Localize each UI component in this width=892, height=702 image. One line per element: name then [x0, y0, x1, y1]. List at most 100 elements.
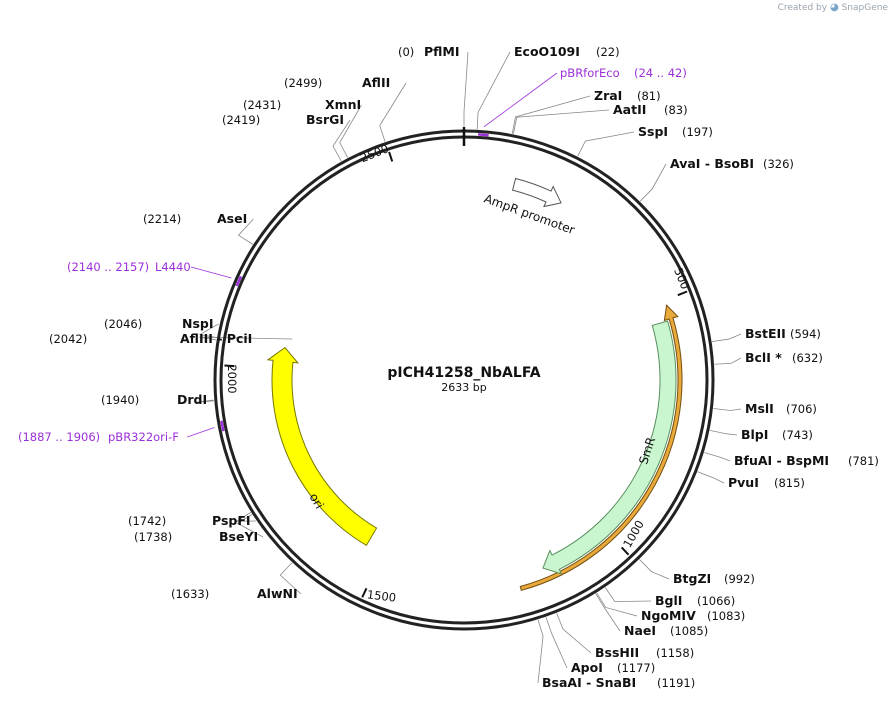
- primer-connector: [187, 427, 215, 438]
- site-connector: [199, 336, 293, 341]
- primer-mark: [477, 133, 489, 137]
- site-name: BssHII: [595, 645, 639, 660]
- site-name: BsrGI: [306, 112, 344, 127]
- restriction-site[interactable]: BlpI(743): [741, 427, 813, 442]
- restriction-site[interactable]: SspI(197): [638, 124, 713, 139]
- site-position: (632): [792, 351, 823, 365]
- restriction-site[interactable]: ZraI(81): [594, 88, 661, 103]
- restriction-site[interactable]: BsrGI(2419): [222, 112, 344, 127]
- site-position: (706): [786, 402, 817, 416]
- site-position: (81): [637, 89, 661, 103]
- site-position: (1083): [707, 609, 745, 623]
- restriction-site[interactable]: ApoI(1177): [571, 660, 655, 675]
- site-connector: [512, 109, 610, 134]
- site-name: PspFI: [212, 513, 251, 528]
- site-connector: [196, 399, 214, 403]
- tick-mark: [677, 290, 688, 297]
- restriction-site[interactable]: BclI * (632): [745, 350, 823, 365]
- restriction-site[interactable]: PspFI(1742): [128, 513, 251, 528]
- restriction-site[interactable]: BseYI(1738): [134, 529, 258, 544]
- tick-label: 1500: [366, 587, 397, 604]
- site-name: EcoO109I: [514, 44, 580, 59]
- site-position: (326): [763, 157, 794, 171]
- site-name: AlwNI: [257, 586, 298, 601]
- site-name: PflMI: [424, 44, 460, 59]
- site-name: AvaI - BsoBI: [670, 156, 754, 171]
- restriction-site[interactable]: BtgZI(992): [673, 571, 755, 586]
- site-position: (0): [398, 45, 414, 59]
- restriction-site[interactable]: PflMI (0): [398, 44, 460, 59]
- site-connector: [511, 95, 591, 134]
- feature-smr[interactable]: [542, 320, 677, 575]
- site-name: BtgZI: [673, 571, 711, 586]
- restriction-site[interactable]: NgoMIV(1083): [641, 608, 745, 623]
- site-position: (2499): [284, 76, 322, 90]
- restriction-site[interactable]: BssHII (1158): [595, 645, 694, 660]
- site-position: (1177): [617, 661, 655, 675]
- restriction-site[interactable]: BsaAI - SnaBI(1191): [542, 675, 695, 690]
- primer-connector: [483, 72, 558, 128]
- restriction-site[interactable]: BfuAI - BspMI(781): [734, 453, 879, 468]
- restriction-site[interactable]: BglI(1066): [655, 593, 735, 608]
- site-position: (1158): [656, 646, 694, 660]
- site-name: BseYI: [219, 529, 258, 544]
- site-position: (2431): [243, 98, 281, 112]
- site-position: (781): [848, 454, 879, 468]
- restriction-site[interactable]: NaeI(1085): [624, 623, 708, 638]
- feature-ampr-promoter[interactable]: [511, 177, 562, 208]
- site-connector: [463, 51, 469, 129]
- plasmid-name: pICH41258_NbALFA: [387, 365, 540, 381]
- restriction-site[interactable]: XmnI(2431): [243, 97, 361, 112]
- site-name: DrdI: [177, 392, 207, 407]
- primer-name: pBR322ori-F: [108, 430, 179, 444]
- primer-range: (24 .. 42): [634, 66, 687, 80]
- site-connector: [711, 333, 742, 343]
- site-connector: [545, 617, 568, 669]
- primer[interactable]: pBR322ori-F(1887 .. 1906): [18, 430, 179, 444]
- primer[interactable]: L4440(2140 .. 2157): [67, 260, 191, 274]
- tick-label: 2500: [358, 141, 390, 165]
- site-name: SspI: [638, 124, 668, 139]
- site-position: (83): [664, 103, 688, 117]
- primer-connector: [190, 266, 232, 279]
- restriction-site[interactable]: DrdI (1940): [101, 392, 207, 407]
- restriction-site[interactable]: AlwNI(1633): [171, 586, 298, 601]
- feature-ori[interactable]: [266, 346, 378, 547]
- site-name: BsaAI - SnaBI: [542, 675, 636, 690]
- site-name: NaeI: [624, 623, 656, 638]
- site-name: BclI *: [745, 350, 782, 365]
- restriction-site[interactable]: AflII(2499): [284, 75, 390, 90]
- site-position: (815): [774, 476, 805, 490]
- primer[interactable]: pBRforEco(24 .. 42): [560, 66, 687, 80]
- restriction-site[interactable]: AseI (2214): [143, 211, 247, 226]
- restriction-site[interactable]: NspI(2046): [104, 316, 214, 331]
- tick-mark: [620, 546, 630, 556]
- site-position: (2214): [143, 212, 181, 226]
- site-connector: [713, 408, 742, 411]
- restriction-site[interactable]: AflIII - PciI(2042): [49, 331, 252, 346]
- site-connector: [596, 592, 638, 617]
- site-connector: [709, 430, 738, 436]
- site-name: BlpI: [741, 427, 768, 442]
- site-name: AseI: [217, 211, 247, 226]
- restriction-site[interactable]: AvaI - BsoBI (326): [670, 156, 794, 171]
- site-position: (1940): [101, 393, 139, 407]
- site-position: (2042): [49, 332, 87, 346]
- primer-name: L4440: [155, 260, 191, 274]
- site-connector: [714, 357, 742, 365]
- site-connector: [556, 613, 592, 654]
- site-connector: [339, 104, 362, 158]
- restriction-site[interactable]: AatII (83): [613, 102, 688, 117]
- brand-name: SnapGene: [841, 3, 888, 13]
- restriction-site[interactable]: BstEII(594): [745, 326, 821, 341]
- site-connector: [577, 131, 635, 157]
- site-connector: [604, 587, 652, 602]
- restriction-site[interactable]: MslI(706): [745, 401, 817, 416]
- snapgene-logo: ◕: [829, 2, 839, 13]
- restriction-site[interactable]: PvuI(815): [728, 475, 805, 490]
- site-connector: [234, 512, 257, 522]
- site-name: AatII: [613, 102, 646, 117]
- restriction-site[interactable]: EcoO109I(22): [514, 44, 620, 59]
- primer-mark: [220, 420, 225, 432]
- feature-orange-band[interactable]: [519, 304, 683, 591]
